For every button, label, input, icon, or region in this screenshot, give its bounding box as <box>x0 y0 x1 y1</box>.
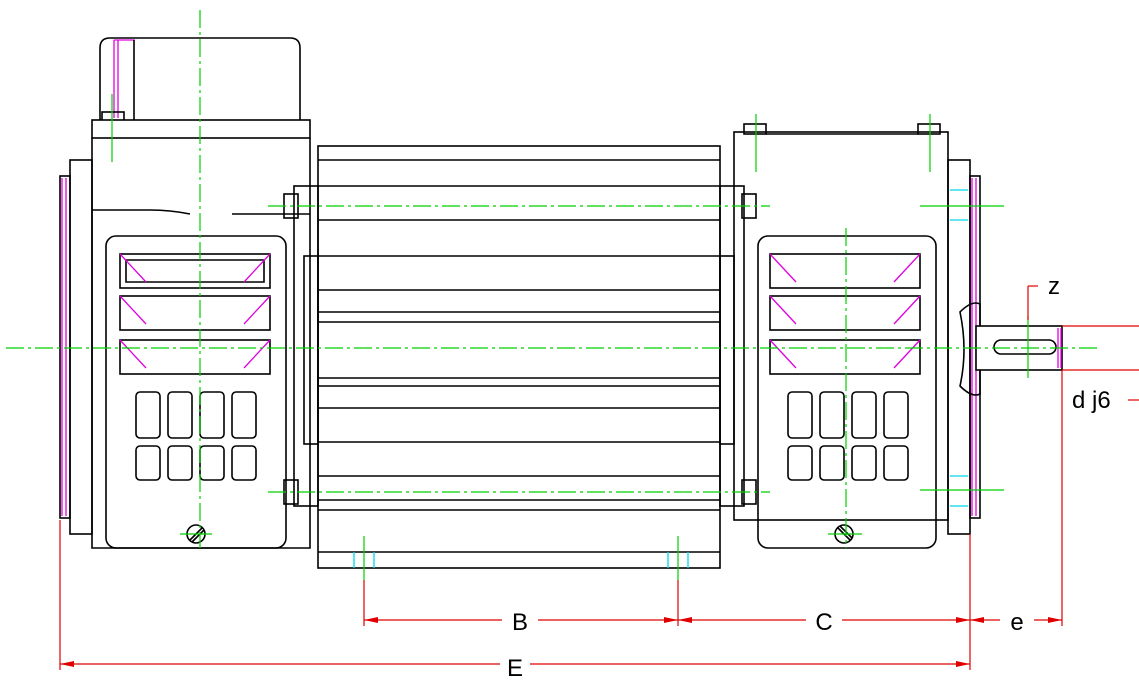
dimension-lines <box>59 285 1139 670</box>
left-vent-panel <box>105 235 287 549</box>
right-housing <box>733 123 949 549</box>
finned-body <box>283 145 757 569</box>
center-lines <box>6 10 1100 580</box>
dimension-label-e-total: E <box>507 655 523 680</box>
right-flange-shaft <box>947 159 1063 535</box>
dimension-label-e-small: e <box>1010 609 1023 636</box>
left-end-flange <box>59 159 93 535</box>
dimension-label-b: B <box>512 609 528 636</box>
dimension-label-z: z <box>1048 273 1060 300</box>
dimension-label-d: d j6 <box>1072 387 1111 414</box>
left-terminal-box <box>91 37 311 549</box>
dimension-label-c: C <box>815 609 832 636</box>
